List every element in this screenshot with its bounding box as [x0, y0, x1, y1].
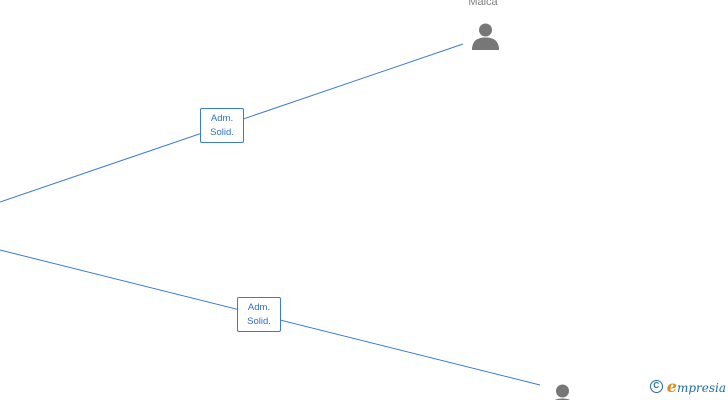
brand-rest: mpresia [676, 381, 726, 395]
edge-label-top-line1: Adm. [210, 113, 234, 124]
top-person-name[interactable]: Malca [468, 0, 498, 8]
copyright-icon: C [649, 380, 663, 393]
edge-label-top[interactable]: Adm. Solid. [200, 108, 244, 143]
brand-logo: empresia [667, 377, 726, 396]
edge-label-bottom-line2: Solid. [247, 316, 271, 327]
edge-label-bottom-line1: Adm. [247, 302, 271, 313]
brand-initial: e [666, 377, 677, 396]
bottom-person-icon[interactable] [548, 384, 577, 400]
edge-label-bottom[interactable]: Adm. Solid. [237, 297, 281, 332]
empresia-watermark: C empresia [649, 377, 726, 396]
edge-label-top-line2: Solid. [210, 127, 234, 138]
top-person-icon[interactable] [471, 23, 500, 50]
